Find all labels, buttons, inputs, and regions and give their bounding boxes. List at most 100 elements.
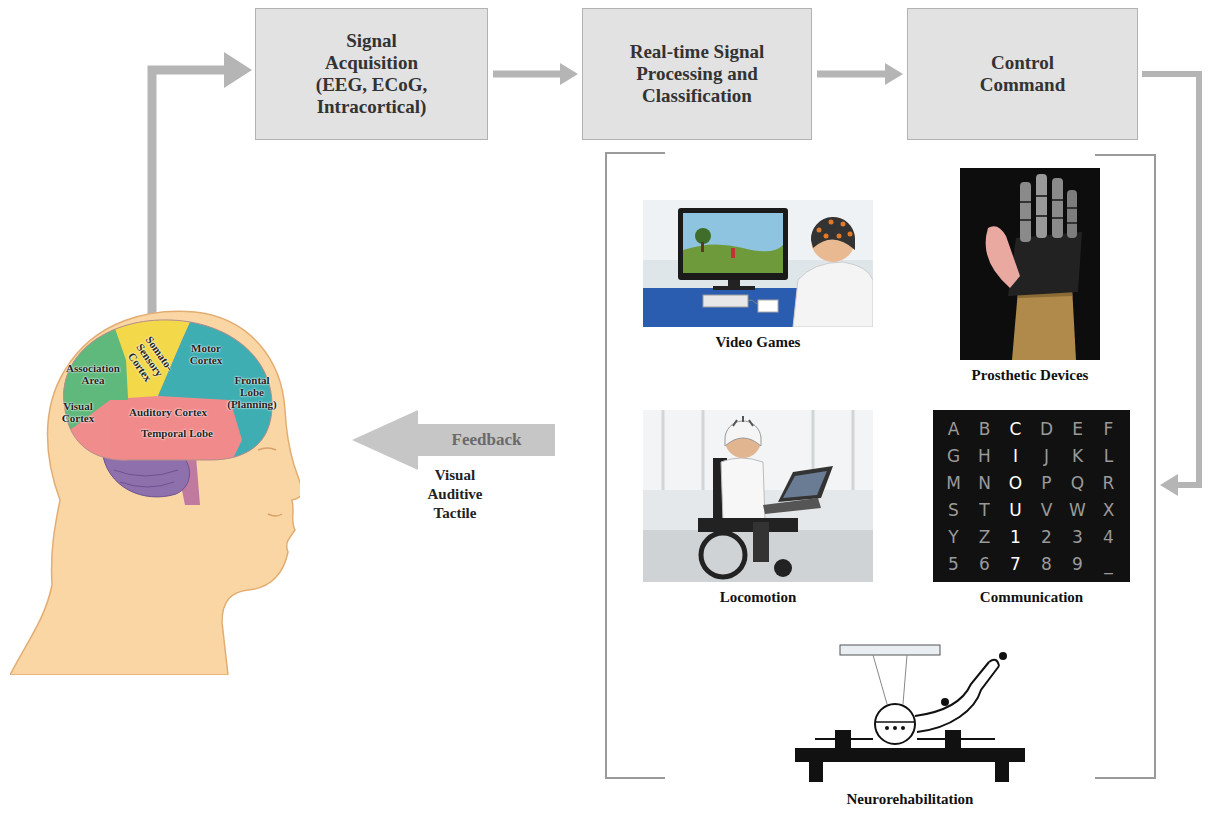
- speller-symbol: E: [1065, 418, 1090, 440]
- illustration-shape: [848, 232, 853, 237]
- feedback-arrow: [352, 410, 555, 470]
- speller-symbol: G: [941, 445, 966, 467]
- speller-symbol: Z: [972, 526, 997, 548]
- illustration-shape: [758, 300, 778, 312]
- illustration-shape: [989, 660, 999, 666]
- picture-frame: [643, 410, 873, 582]
- process-box: Real-time Signal Processing and Classifi…: [582, 8, 812, 140]
- picture-frame: [795, 644, 1025, 784]
- caption-row: Locomotion: [643, 588, 873, 606]
- connector-label: Feedback: [448, 430, 526, 450]
- illustration-shape: [793, 262, 873, 327]
- speller-symbol: Q: [1065, 472, 1090, 494]
- application-picture: Video Games: [643, 200, 873, 351]
- picture-frame: [960, 168, 1100, 360]
- application-picture: Prosthetic Devices: [960, 168, 1100, 384]
- caption-row: Video Games: [643, 333, 873, 351]
- caption-row: Communication: [933, 588, 1130, 606]
- illustration-shape: [829, 220, 834, 225]
- illustration-shape: [643, 410, 873, 582]
- application-caption: Video Games: [716, 333, 801, 351]
- application-illustration: [933, 410, 1130, 582]
- illustration-shape: [1052, 178, 1063, 238]
- illustration-shape: [945, 730, 961, 750]
- application-caption: Neurorehabilitation: [847, 790, 974, 808]
- illustration-shape: [695, 228, 711, 244]
- application-picture: Neurorehabilitation: [795, 644, 1025, 808]
- application-caption: Prosthetic Devices: [972, 366, 1089, 384]
- illustration-shape: [811, 217, 855, 250]
- illustration-shape: [817, 228, 822, 233]
- illustration-shape: [986, 226, 1020, 288]
- illustration-shape: [698, 518, 798, 532]
- arrow-head: [885, 63, 903, 85]
- connector-arrow: [1142, 74, 1199, 496]
- illustration-shape: [995, 762, 1009, 782]
- illustration-shape: [840, 645, 940, 655]
- arrow-head: [224, 52, 252, 88]
- connector-arrow: [817, 63, 903, 85]
- illustration-shape: [875, 721, 915, 723]
- illustration-shape: [1020, 196, 1077, 223]
- process-box: Control Command: [907, 8, 1138, 140]
- illustration-shape: [50, 300, 290, 500]
- speller-symbol: 3: [1065, 526, 1090, 548]
- speller-symbol: R: [1096, 472, 1121, 494]
- illustration-shape: [1020, 182, 1031, 242]
- illustration-shape: [835, 730, 851, 750]
- application-caption: Locomotion: [720, 588, 797, 606]
- application-illustration: [643, 200, 873, 327]
- caption-row: Prosthetic Devices: [960, 366, 1100, 384]
- illustration-shape: [683, 244, 783, 273]
- speller-symbol: O: [1003, 472, 1028, 494]
- speller-symbol: X: [1096, 499, 1121, 521]
- speller-symbol: J: [1034, 445, 1059, 467]
- illustration-shape: [999, 652, 1007, 660]
- illustration-shape: [824, 234, 829, 239]
- speller-symbol: U: [1003, 499, 1028, 521]
- illustration-shape: [774, 559, 792, 577]
- illustration-shape: [110, 400, 242, 475]
- speller-symbol: H: [972, 445, 997, 467]
- brain-region-label: Auditory Cortex: [118, 406, 218, 418]
- speller-symbol: 4: [1096, 526, 1121, 548]
- arrow-head: [560, 63, 578, 85]
- illustration-shape: [809, 762, 823, 782]
- connector-arrow: [352, 410, 555, 470]
- illustration-shape: [733, 416, 753, 426]
- illustration-shape: [753, 522, 769, 562]
- illustration-shape: [678, 208, 788, 280]
- box-label: Control Command: [968, 52, 1078, 96]
- speller-symbol: M: [941, 472, 966, 494]
- speller-symbol: 6: [972, 553, 997, 575]
- speller-symbol: T: [972, 499, 997, 521]
- speller-symbol: I: [1003, 445, 1028, 467]
- application-picture: ABCDEFGHIJKLMNOPQRSTUVWXYZ123456789_Comm…: [933, 410, 1130, 606]
- speller-symbol: 2: [1034, 526, 1059, 548]
- illustration-shape: [713, 286, 755, 290]
- illustration-shape: [837, 234, 842, 239]
- brain-region-label: Motor Cortex: [185, 342, 227, 366]
- connector-line: [152, 70, 225, 314]
- speller-symbol: 8: [1034, 553, 1059, 575]
- illustration-shape: [841, 222, 846, 227]
- illustration-shape: [748, 300, 758, 304]
- speller-symbol: K: [1065, 445, 1090, 467]
- illustration-shape: [701, 533, 745, 577]
- application-illustration: [643, 410, 873, 582]
- speller-symbol: L: [1096, 445, 1121, 467]
- speller-symbol: B: [972, 418, 997, 440]
- speller-symbol: V: [1034, 499, 1059, 521]
- application-illustration: [960, 168, 1100, 360]
- illustration-shape: [783, 471, 827, 498]
- connector-line: [493, 71, 561, 78]
- illustration-shape: [901, 726, 905, 730]
- application-picture: Locomotion: [643, 410, 873, 606]
- box-label: Signal Acquisition (EEG, ECoG, Intracort…: [304, 30, 439, 118]
- illustration-shape: [1036, 174, 1047, 238]
- connector-line: [1142, 74, 1199, 485]
- illustration-shape: [683, 213, 783, 273]
- head-illustration: Somato- Sensory CortexMotor CortexAssoci…: [10, 300, 300, 675]
- picture-frame: [643, 200, 873, 327]
